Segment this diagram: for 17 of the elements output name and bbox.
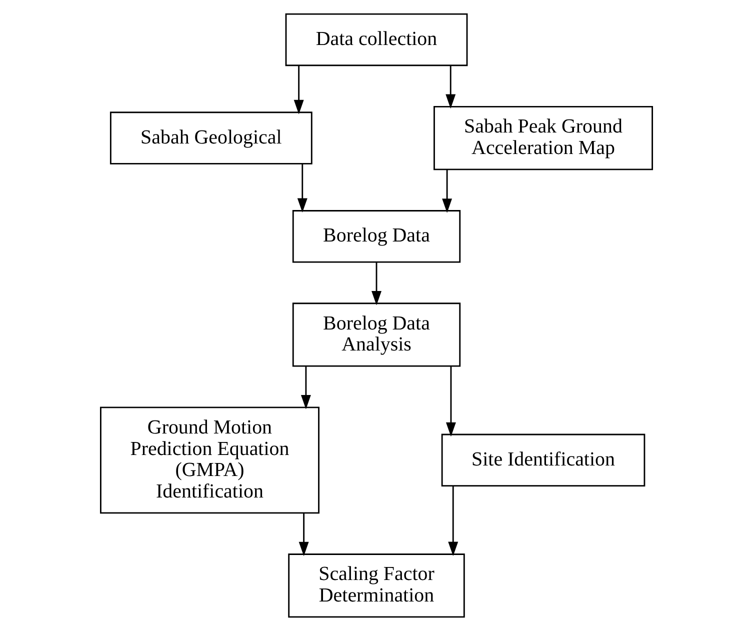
arrow: [445, 366, 456, 437]
arrow: [371, 262, 381, 306]
arrow: [448, 486, 458, 556]
node-box: Borelog Data Analysis: [292, 302, 460, 367]
node-box: Sabah Geological: [109, 112, 312, 164]
arrow: [296, 164, 307, 213]
arrow: [300, 366, 310, 410]
node-box: Borelog Data: [292, 210, 460, 263]
node-box: Site Identification: [440, 434, 645, 487]
node-box: Ground Motion Prediction Equation (GMPA) Identification: [99, 406, 319, 514]
node-box: Sabah Peak Ground Acceleration Map: [433, 106, 653, 170]
arrow: [445, 66, 456, 109]
node-box: Scaling Factor Determination: [288, 554, 464, 618]
node-box: Data collection: [284, 13, 468, 66]
arrow: [442, 170, 452, 213]
arrow: [293, 66, 304, 114]
arrow: [298, 513, 308, 556]
